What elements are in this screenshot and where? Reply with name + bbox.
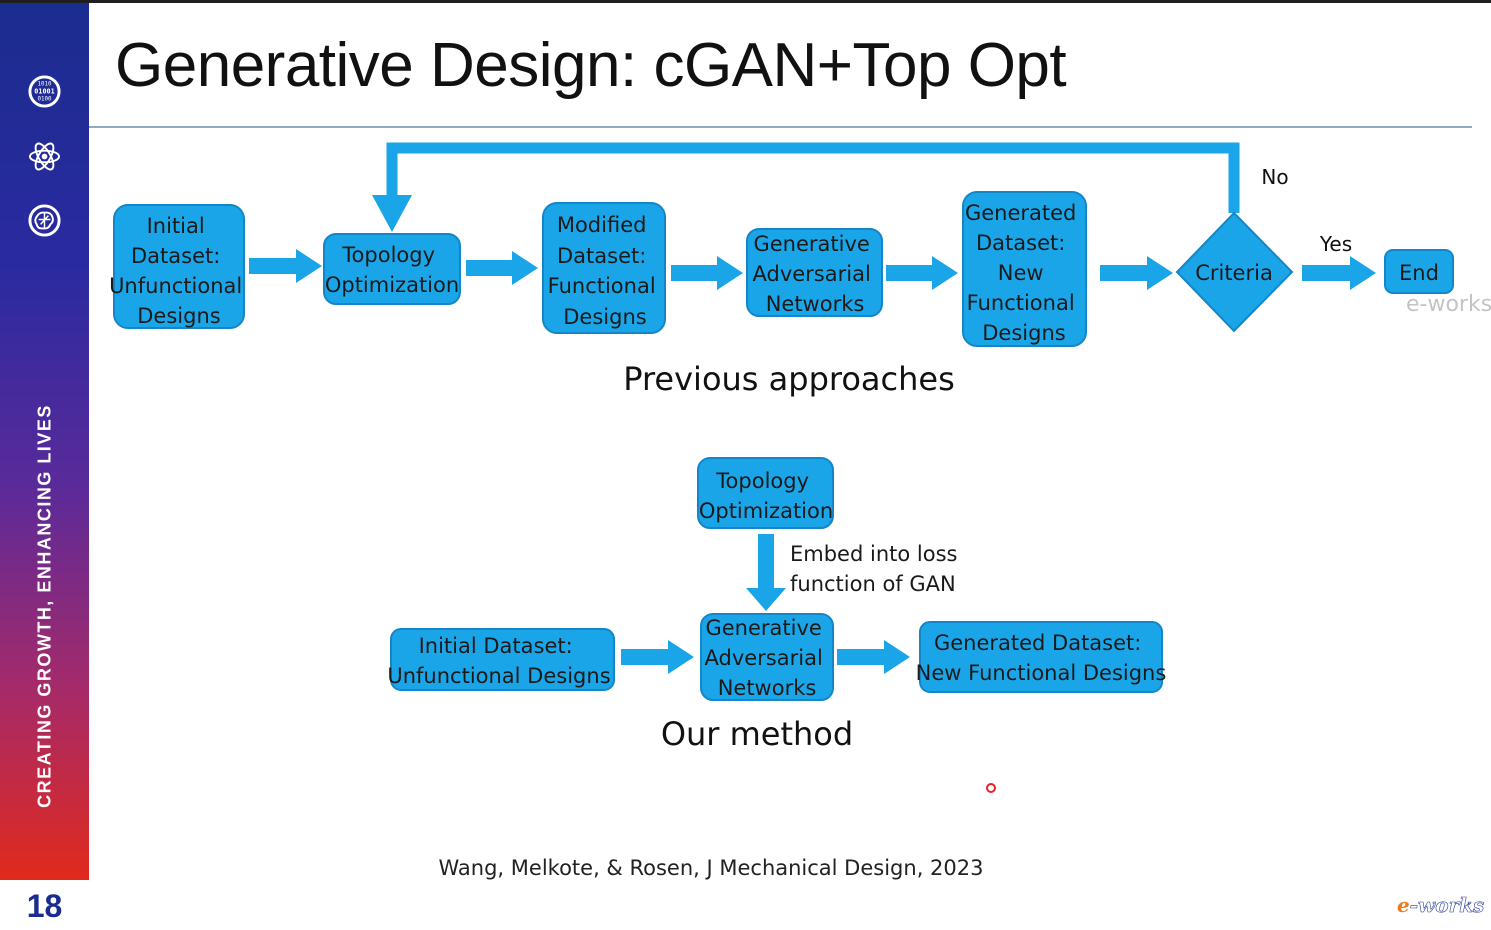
node-line: Initial Dataset: [419, 634, 573, 658]
node-line: Modified [557, 213, 647, 237]
svg-text:01001: 01001 [34, 87, 54, 95]
previous-approaches-caption: Previous approaches [623, 360, 955, 398]
node-line: Designs [982, 321, 1065, 345]
node-initial-dataset-ours: Initial Dataset: Unfunctional Designs [387, 628, 615, 691]
node-line: New Functional Designs [916, 661, 1167, 685]
node-topology-optimization-ours: Topology Optimization [697, 457, 834, 529]
citation: Wang, Melkote, & Rosen, J Mechanical Des… [438, 856, 984, 880]
svg-text:Generated Dataset: New: Generated Dataset: New Functional Design… [916, 631, 1167, 685]
node-generated-dataset-ours: Generated Dataset: New Functional Design… [916, 621, 1167, 693]
svg-text:Initial Dataset:: Initial Dataset: Unfunctional Designs [109, 214, 249, 328]
slide-number: 18 [26, 888, 63, 924]
node-line: Topology [715, 469, 809, 493]
arrow-gan-to-generated-ours [837, 640, 910, 674]
logo-e: e [1397, 893, 1410, 917]
arrow-initial-to-topopt [249, 249, 322, 283]
previous-approaches-flow: No Yes Initial Dataset: Unfunctional Des… [109, 142, 1454, 347]
node-topology-optimization: Topology Optimization [323, 233, 461, 305]
node-line: Dataset: [131, 244, 220, 268]
node-line: Networks [766, 292, 865, 316]
our-method-flow: Topology Optimization Embed into loss fu… [387, 457, 1167, 701]
node-line: Unfunctional [109, 274, 242, 298]
node-line: Generative [753, 232, 869, 256]
node-line: Dataset: [976, 231, 1065, 255]
arrow-embed-into-gan [746, 534, 786, 611]
svg-text:Criteria: Criteria [1195, 261, 1273, 285]
arrow-generated-to-criteria [1100, 256, 1173, 290]
embed-label: Embed into loss function of GAN [790, 542, 964, 596]
laser-pointer-dot [986, 783, 996, 793]
node-line: Criteria [1195, 261, 1273, 285]
no-feedback-arrowhead [372, 195, 412, 232]
node-criteria-diamond: Criteria [1175, 211, 1294, 333]
no-label: No [1261, 165, 1288, 189]
node-line: Unfunctional Designs [387, 664, 610, 688]
node-line: Optimization [699, 499, 833, 523]
node-line: New [998, 261, 1044, 285]
node-line: Networks [718, 676, 817, 700]
node-line: Dataset: [557, 244, 646, 268]
arrow-modified-to-gan [671, 256, 743, 290]
arrow-initial-to-gan-ours [621, 640, 694, 674]
brain-circuit-icon [28, 204, 61, 237]
node-generated-dataset: Generated Dataset: New Functional Design… [962, 191, 1087, 347]
top-border [0, 0, 1491, 3]
slide-title: Generative Design: cGAN+Top Opt [115, 31, 1067, 100]
node-modified-dataset: Modified Dataset: Functional Designs [542, 202, 666, 334]
node-line: Functional [548, 274, 656, 298]
logo-rest: -works [1409, 893, 1485, 918]
node-line: End [1399, 261, 1439, 285]
node-line: Adversarial [705, 646, 823, 670]
svg-text:Generative Adversarial: Generative Adversarial Networks [753, 232, 878, 316]
svg-text:Generated Dataset:: Generated Dataset: New Functional Design… [965, 201, 1083, 345]
svg-text:Topology Optimization: Topology Optimization [325, 243, 459, 297]
watermark: e-works [1406, 292, 1491, 317]
svg-text:1010: 1010 [37, 82, 52, 88]
atom-icon [28, 142, 61, 171]
our-method-caption: Our method [660, 715, 854, 753]
node-line: Designs [563, 305, 646, 329]
svg-text:0100: 0100 [37, 96, 52, 102]
node-line: Generative [705, 616, 821, 640]
node-line: Generated Dataset: [934, 631, 1141, 655]
node-line: Functional [967, 291, 1075, 315]
yes-label: Yes [1319, 232, 1352, 256]
svg-text:End: End [1399, 261, 1439, 285]
no-feedback-arrow [386, 142, 1240, 213]
node-gan: Generative Adversarial Networks [746, 228, 883, 317]
node-line: Optimization [325, 273, 459, 297]
arrow-topopt-to-modified [466, 251, 538, 285]
svg-text:Initial Dataset: Unfun: Initial Dataset: Unfunctional Designs [387, 634, 610, 688]
embed-label-line: function of GAN [790, 572, 956, 596]
eworks-logo: e-works [1397, 893, 1485, 918]
svg-text:Modified Dataset:: Modified Dataset: Functional Designs [548, 213, 663, 329]
node-initial-dataset: Initial Dataset: Unfunctional Designs [109, 204, 249, 329]
sidebar-band: 1010 01001 0100 CREATING GROWTH, ENHANCI… [0, 3, 89, 880]
node-line: Topology [341, 243, 435, 267]
svg-text:Generative Adversarial: Generative Adversarial Networks [705, 616, 830, 700]
arrow-criteria-to-end [1302, 256, 1376, 290]
embed-label-line: Embed into loss [790, 542, 957, 566]
node-gan-ours: Generative Adversarial Networks [700, 613, 834, 701]
node-line: Generated [965, 201, 1076, 225]
arrow-gan-to-generated [886, 256, 958, 290]
title-divider [89, 126, 1472, 128]
binary-circle-icon: 1010 01001 0100 [28, 75, 61, 108]
node-line: Adversarial [753, 262, 871, 286]
node-line: Initial [147, 214, 205, 238]
svg-text:Topology Optimization: Topology Optimization [699, 469, 833, 523]
node-line: Designs [137, 304, 220, 328]
node-end: End [1384, 249, 1454, 294]
